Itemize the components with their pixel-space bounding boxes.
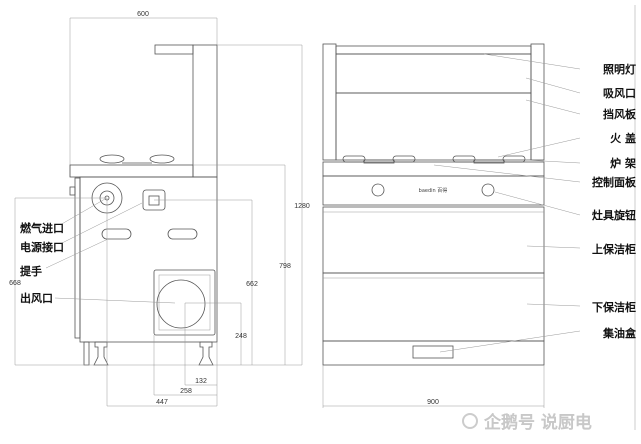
baffle-panel <box>335 92 532 161</box>
label-light: 照明灯 <box>603 62 636 76</box>
front-view: baedin 百得 900 照明灯 吸风口 挡风板 火 盖 炉 架 控制面板 灶… <box>322 5 637 430</box>
side-panel <box>74 177 81 339</box>
dim-132: 132 <box>195 378 207 385</box>
burners <box>99 154 175 164</box>
label-upper-cabinet: 上保洁柜 <box>592 242 636 256</box>
label-fire-cover: 火 盖 <box>610 131 636 145</box>
air-outlet-box <box>153 269 216 336</box>
watermark-text: 企鹅号 说厨电 <box>483 412 592 433</box>
label-oil-box: 集油盒 <box>602 326 637 340</box>
suction-vent <box>335 53 532 94</box>
oil-box <box>322 340 545 366</box>
label-air-outlet: 出风口 <box>20 291 53 305</box>
control-panel <box>322 175 545 206</box>
label-gas-inlet: 燃气进口 <box>19 221 64 235</box>
label-grate: 炉 架 <box>610 156 636 170</box>
dim-798: 798 <box>279 263 291 270</box>
label-handle: 提手 <box>20 264 42 278</box>
dim-248: 248 <box>235 333 247 340</box>
counter-top <box>69 164 194 178</box>
brand-logo: baedin 百得 <box>419 187 448 194</box>
dim-668: 668 <box>9 280 21 287</box>
knob-right <box>481 183 495 197</box>
watermark: 企鹅号 说厨电 <box>462 412 592 433</box>
upper-cabinet <box>322 206 545 274</box>
dim-1280: 1280 <box>294 203 310 210</box>
left-column <box>322 43 337 161</box>
dim-258: 258 <box>180 388 192 395</box>
label-knob: 灶具旋钮 <box>592 208 636 222</box>
dim-600: 600 <box>137 11 149 18</box>
knob-left <box>371 183 385 197</box>
label-lower-cabinet: 下保洁柜 <box>592 300 636 314</box>
label-power-port: 电源接口 <box>20 240 64 254</box>
handle-left <box>101 228 132 240</box>
side-knob <box>69 186 76 196</box>
dim-900: 900 <box>427 399 439 406</box>
oil-box-handle <box>412 345 454 359</box>
penguin-icon <box>462 413 478 429</box>
label-baffle: 挡风板 <box>603 107 637 121</box>
side-view: 600 668 1280 7 <box>9 11 310 407</box>
label-suction: 吸风口 <box>603 86 636 100</box>
light-bar-front <box>335 45 532 55</box>
light-bar <box>154 44 194 55</box>
dim-447: 447 <box>156 399 168 406</box>
dim-662: 662 <box>246 281 258 288</box>
hood-column <box>192 44 218 178</box>
feet <box>83 341 214 366</box>
handle-right <box>167 228 198 240</box>
lower-cabinet <box>322 272 545 342</box>
air-outlet-circle <box>156 279 206 329</box>
label-control-panel: 控制面板 <box>592 175 637 189</box>
